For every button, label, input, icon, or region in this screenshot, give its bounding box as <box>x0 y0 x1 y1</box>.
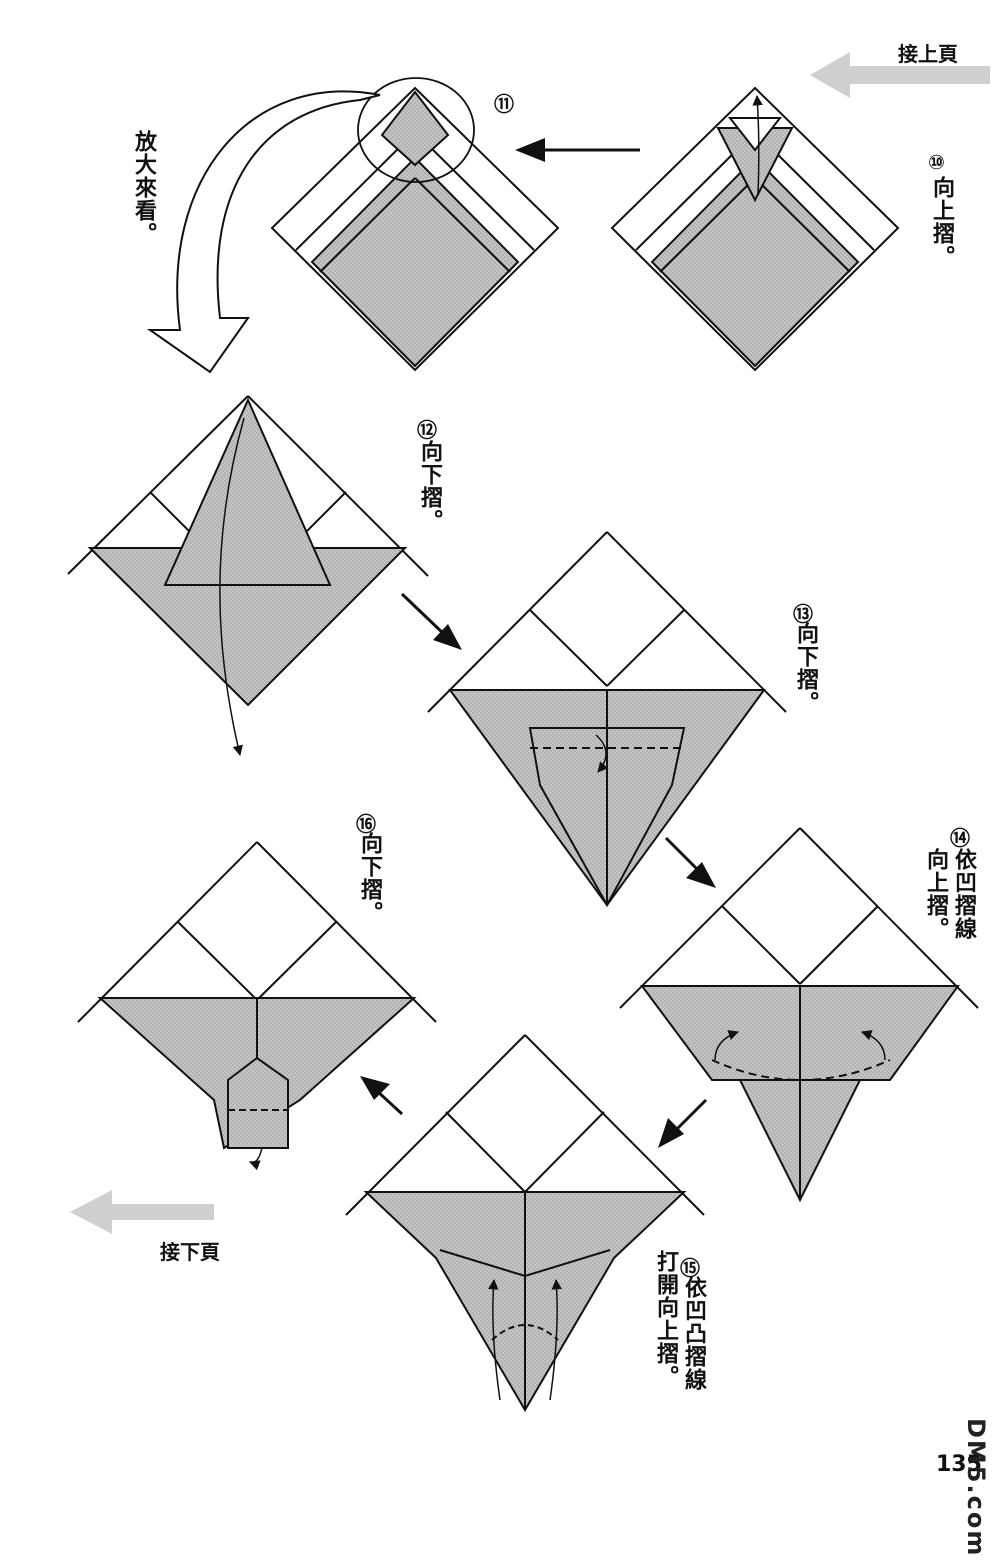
arrow-15-to-16 <box>360 1076 404 1116</box>
step-12-number: ⑫ <box>417 418 437 442</box>
step-13-caption: 向下摺。 <box>793 622 818 714</box>
step-11-diagram <box>270 77 560 372</box>
step-13-number: ⑬ <box>793 602 813 626</box>
step-10-diagram <box>610 86 900 372</box>
step-12-caption: 向下摺。 <box>417 440 442 532</box>
prev-page-arrow <box>810 52 990 98</box>
step-12-diagram <box>67 395 429 757</box>
step-14-caption-line2: 向上摺。 <box>923 848 948 940</box>
arrow-13-to-14 <box>664 836 716 888</box>
step-15-diagram <box>345 1034 705 1412</box>
prev-page-label[interactable]: 接上頁 <box>898 42 958 66</box>
step-14-caption-line1: 依凹摺線 <box>951 848 976 940</box>
step-16-diagram <box>77 841 437 1171</box>
arrow-12-to-13 <box>400 592 462 650</box>
watermark-logo: DM5.com <box>962 1418 990 1558</box>
next-page-arrow <box>70 1190 214 1234</box>
arrow-14-to-15 <box>658 1098 708 1148</box>
step-10-number: ⑩ <box>928 150 945 174</box>
zoom-note: 放大來看。 <box>131 130 156 245</box>
page-number: 135 <box>936 1452 982 1477</box>
zoom-arrow <box>146 90 381 374</box>
next-page-label[interactable]: 接下頁 <box>160 1240 220 1264</box>
step-13-diagram <box>427 531 787 908</box>
step-15-number: ⑮ <box>680 1256 700 1280</box>
step-14-number: ⑭ <box>950 826 970 850</box>
step-14-diagram <box>619 827 979 1203</box>
step-15-caption-line2: 打開向上摺。 <box>653 1250 678 1388</box>
step-11-number: ⑪ <box>494 92 514 116</box>
step-16-number: ⑯ <box>356 812 376 836</box>
step-16-caption: 向下摺。 <box>357 832 382 924</box>
step-15-caption-line1: 依凹凸摺線 <box>681 1276 706 1391</box>
step-10-caption: 向上摺。 <box>929 176 954 268</box>
arrow-10-to-11 <box>515 138 640 162</box>
